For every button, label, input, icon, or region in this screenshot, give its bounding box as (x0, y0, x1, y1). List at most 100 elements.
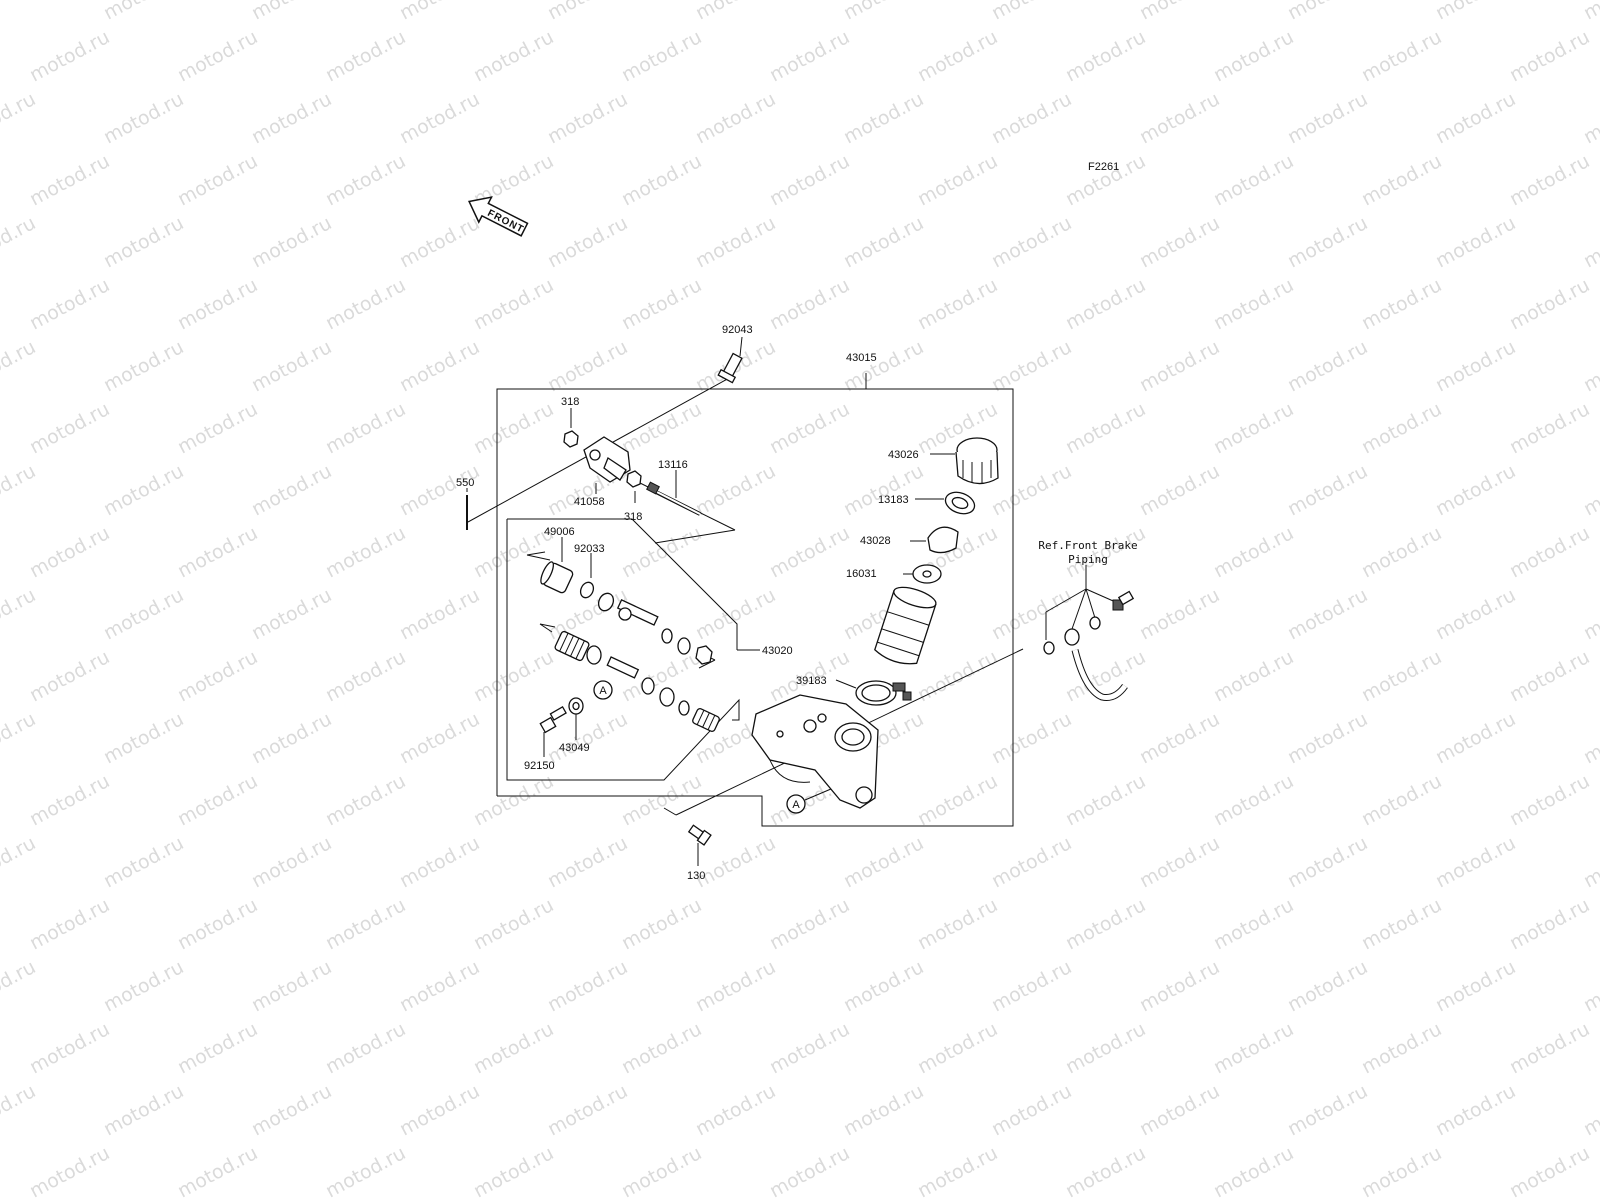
watermark-text: motod.ru (1284, 460, 1371, 520)
watermark-text: motod.ru (1506, 1142, 1593, 1200)
watermark-text: motod.ru (1062, 398, 1149, 458)
watermark-text: motod.ru (100, 460, 187, 520)
plate-13183 (944, 491, 976, 515)
watermark-text: motod.ru (1432, 956, 1519, 1016)
watermark-text: motod.ru (26, 522, 113, 582)
watermark-text: motod.ru (544, 0, 631, 24)
watermark-text: motod.ru (914, 770, 1001, 830)
watermark-text: motod.ru (248, 88, 335, 148)
label-92033: 92033 (574, 543, 605, 555)
label-13183: 13183 (878, 494, 909, 506)
watermark-text: motod.ru (1062, 150, 1149, 210)
watermark-text: motod.ru (544, 1080, 631, 1140)
watermark-text: motod.ru (470, 398, 557, 458)
watermark-text: motod.ru (766, 1018, 853, 1078)
watermark-text: motod.ru (396, 212, 483, 272)
watermark-text: motod.ru (1358, 1142, 1445, 1200)
watermark-text: motod.ru (1432, 88, 1519, 148)
watermark-text: motod.ru (1432, 212, 1519, 272)
clevis-pin-92043 (717, 352, 743, 384)
watermark-text: motod.ru (0, 708, 39, 768)
bolt-130 (687, 824, 712, 846)
label-43026: 43026 (888, 449, 919, 461)
nut-318-top (563, 430, 579, 448)
watermark-text: motod.ru (766, 522, 853, 582)
watermark-text: motod.ru (1136, 88, 1223, 148)
watermark-text: motod.ru (174, 398, 261, 458)
watermark-text: motod.ru (0, 88, 39, 148)
watermark-text: motod.ru (1062, 26, 1149, 86)
watermark-text: motod.ru (1580, 832, 1600, 892)
watermark-text: motod.ru (174, 770, 261, 830)
watermark-text: motod.ru (322, 1142, 409, 1200)
reference-note-line2: Piping (1068, 553, 1108, 566)
watermark-text: motod.ru (396, 708, 483, 768)
watermark-text: motod.ru (766, 398, 853, 458)
callout-leaders (466, 336, 955, 866)
watermark-text: motod.ru (618, 1018, 705, 1078)
watermark-text: motod.ru (1284, 0, 1371, 24)
watermark-text: motod.ru (1062, 770, 1149, 830)
watermark-text: motod.ru (1580, 460, 1600, 520)
watermark-text: motod.ru (1210, 274, 1297, 334)
watermark-text: motod.ru (100, 584, 187, 644)
piston-row-lower (554, 630, 720, 732)
watermark-text: motod.ru (1062, 894, 1149, 954)
reservoir-cap-43026 (955, 437, 999, 485)
watermark-text: motod.ru (914, 26, 1001, 86)
watermark-text: motod.ru (1284, 708, 1371, 768)
watermark-text: motod.ru (322, 522, 409, 582)
watermark-text: motod.ru (248, 708, 335, 768)
watermark-text: motod.ru (988, 212, 1075, 272)
watermark-text: motod.ru (1210, 894, 1297, 954)
watermark-text: motod.ru (322, 274, 409, 334)
reservoir (874, 586, 937, 665)
watermark-text: motod.ru (0, 584, 39, 644)
watermark-text: motod.ru (988, 584, 1075, 644)
watermark-text: motod.ru (1506, 398, 1593, 458)
watermark-text: motod.ru (1580, 212, 1600, 272)
watermark-text: motod.ru (0, 336, 39, 396)
watermark-text: motod.ru (914, 150, 1001, 210)
watermark-text: motod.ru (618, 770, 705, 830)
watermark-text: motod.ru (100, 0, 187, 24)
callout-a-upper: A (593, 680, 613, 700)
watermark-text: motod.ru (322, 894, 409, 954)
watermark-text: motod.ru (26, 1018, 113, 1078)
watermark-text: motod.ru (470, 274, 557, 334)
watermark-text: motod.ru (174, 274, 261, 334)
watermark-text: motod.ru (396, 584, 483, 644)
watermark-text: motod.ru (1432, 336, 1519, 396)
clamp-39183 (855, 680, 912, 706)
watermark-text: motod.ru (0, 0, 39, 24)
watermark-text: motod.ru (322, 398, 409, 458)
watermark-text: motod.ru (1210, 26, 1297, 86)
watermark-text: motod.ru (470, 1142, 557, 1200)
watermark-text: motod.ru (1062, 1142, 1149, 1200)
nut-318-bottom (626, 470, 642, 488)
watermark-text: motod.ru (0, 832, 39, 892)
watermark-text: motod.ru (840, 212, 927, 272)
watermark-text: motod.ru (1580, 956, 1600, 1016)
master-cylinder-body (751, 694, 879, 809)
watermark-text: motod.ru (544, 336, 631, 396)
label-550: 550 (456, 477, 474, 489)
watermark-text: motod.ru (692, 956, 779, 1016)
watermark-text: motod.ru (988, 460, 1075, 520)
watermark-text: motod.ru (692, 88, 779, 148)
watermark-text: motod.ru (1062, 1018, 1149, 1078)
label-39183: 39183 (796, 675, 827, 687)
watermark-text: motod.ru (0, 212, 39, 272)
watermark-text: motod.ru (1432, 584, 1519, 644)
watermark-text: motod.ru (174, 1142, 261, 1200)
watermark-text: motod.ru (1358, 894, 1445, 954)
watermark-text: motod.ru (396, 460, 483, 520)
watermark-text: motod.ru (1210, 398, 1297, 458)
watermark-text: motod.ru (396, 336, 483, 396)
watermark-text: motod.ru (1210, 1018, 1297, 1078)
watermark-text: motod.ru (618, 398, 705, 458)
watermark-text: motod.ru (396, 88, 483, 148)
bolt-92150 (539, 706, 567, 734)
watermark-text: motod.ru (1136, 832, 1223, 892)
